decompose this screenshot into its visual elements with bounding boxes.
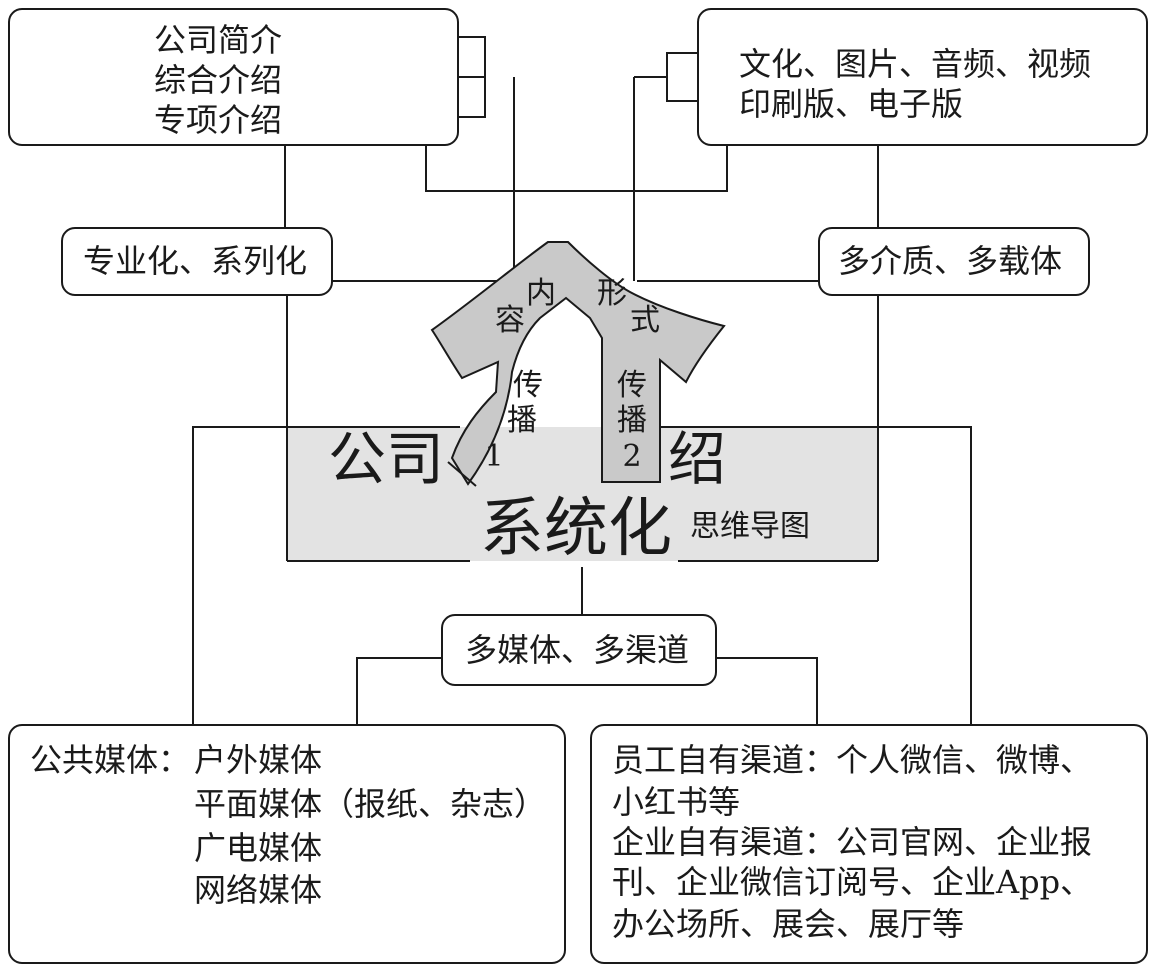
media-formats-line-2: 印刷版、电子版 xyxy=(739,85,964,123)
media-formats-box: 文化、图片、音频、视频 印刷版、电子版 xyxy=(697,8,1148,146)
arrow-spread2-num: 2 xyxy=(622,439,641,474)
multi-medium-box: 多介质、多载体 xyxy=(818,227,1090,296)
owned-channels-line-4: 刊、企业微信订阅号、企业App、 xyxy=(612,863,1093,901)
arrow-spread2-char1: 传 xyxy=(617,368,647,403)
arrow-spread2-char2: 播 xyxy=(617,403,647,438)
company-intro-line-2: 综合介绍 xyxy=(154,61,283,99)
public-media-item-1: 户外媒体 xyxy=(194,741,323,779)
owned-channels-line-5: 办公场所、展会、展厅等 xyxy=(612,905,965,943)
connector-lines xyxy=(192,36,972,724)
public-media-heading: 公共媒体： xyxy=(30,741,191,779)
arrow-spread1-char1: 传 xyxy=(513,368,543,403)
arrow-spread1-char2: 播 xyxy=(507,403,537,438)
multimedia-box: 多媒体、多渠道 xyxy=(441,614,717,686)
owned-channels-line-1: 员工自有渠道：个人微信、微博、 xyxy=(612,741,1093,779)
owned-channels-line-2: 小红书等 xyxy=(612,783,741,821)
public-media-box: 公共媒体： 户外媒体 平面媒体（报纸、杂志） 广电媒体 网络媒体 xyxy=(8,724,566,964)
company-intro-line-3: 专项介绍 xyxy=(154,101,283,139)
upward-arrow-shape xyxy=(430,241,726,486)
owned-channels-line-3: 企业自有渠道：公司官网、企业报 xyxy=(612,823,1093,861)
company-intro-box: 公司简介 综合介绍 专项介绍 xyxy=(8,8,459,146)
arrow-form-char1: 形 xyxy=(597,276,627,311)
public-media-item-3: 广电媒体 xyxy=(194,829,323,867)
public-media-item-4: 网络媒体 xyxy=(194,871,323,909)
public-media-item-2: 平面媒体（报纸、杂志） xyxy=(194,785,547,823)
media-formats-line-1: 文化、图片、音频、视频 xyxy=(739,45,1092,83)
company-intro-line-1: 公司简介 xyxy=(154,21,283,59)
center-panel xyxy=(287,427,878,561)
owned-channels-box: 员工自有渠道：个人微信、微博、 小红书等 企业自有渠道：公司官网、企业报 刊、企… xyxy=(590,724,1148,964)
center-word-left: 公司 xyxy=(328,425,445,493)
center-title: 系统化 xyxy=(480,492,672,566)
arrow-content-char2: 容 xyxy=(495,303,525,338)
arrow-spread1-num: 1 xyxy=(484,439,503,474)
multimedia-label: 多媒体、多渠道 xyxy=(465,631,690,669)
specialization-label: 专业化、系列化 xyxy=(83,242,308,280)
specialization-box: 专业化、系列化 xyxy=(61,227,333,296)
center-word-right: 绍 xyxy=(668,425,727,493)
arrow-left-tail xyxy=(447,461,477,487)
arrow-form-char2: 式 xyxy=(630,303,660,338)
center-subtitle: 思维导图 xyxy=(690,509,810,544)
arrow-content-char1: 内 xyxy=(526,276,556,311)
multi-medium-label: 多介质、多载体 xyxy=(838,242,1063,280)
